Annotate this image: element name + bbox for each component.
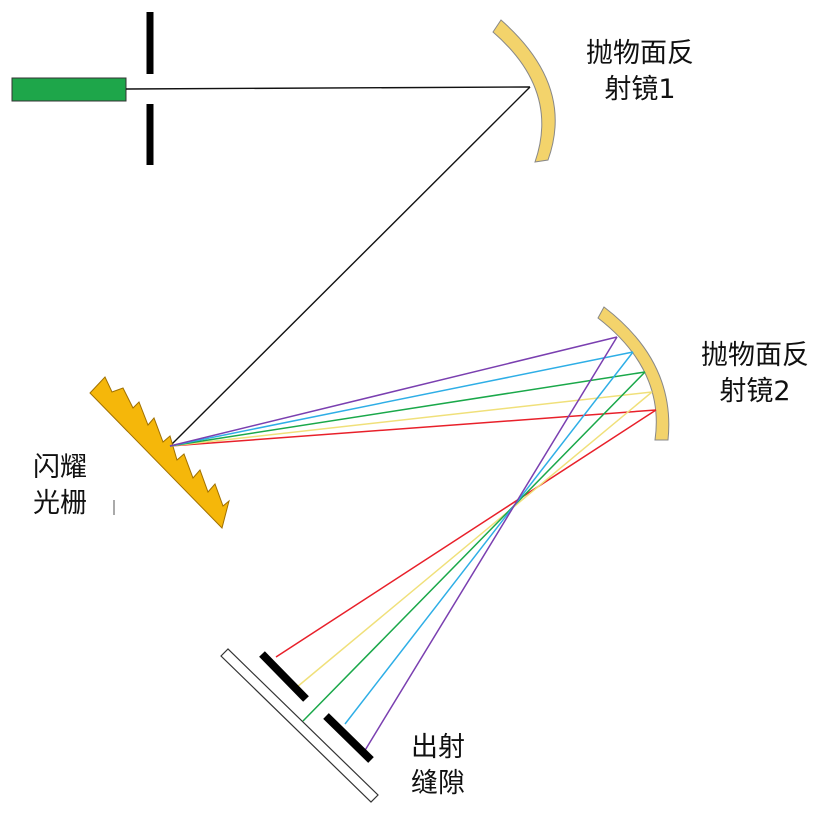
exit-plane bbox=[220, 648, 379, 803]
ray-blue-2 bbox=[344, 351, 634, 725]
ray-purple-1 bbox=[169, 336, 618, 447]
mirror-1-label-line2: 射镜1 bbox=[604, 74, 676, 105]
mirror-1-label-line1: 抛物面反 bbox=[586, 38, 694, 69]
ray-red-2 bbox=[275, 409, 657, 658]
parabolic-mirror-1 bbox=[492, 19, 556, 163]
grating-label: 闪耀 光栅 bbox=[16, 450, 104, 522]
exit-slit-upper-blade bbox=[259, 651, 309, 702]
grating-label-line2: 光栅 bbox=[33, 488, 87, 519]
grating-label-line1: 闪耀 bbox=[33, 452, 87, 483]
incident-beam bbox=[125, 86, 531, 90]
ray-red-1 bbox=[169, 409, 657, 447]
ray-purple-2 bbox=[363, 336, 618, 753]
mirror-2-label: 抛物面反 射镜2 bbox=[680, 338, 830, 410]
exit-slit-label: 出射 缝隙 bbox=[396, 730, 480, 802]
ray-yellow-2 bbox=[296, 391, 653, 688]
mirror-2-label-line1: 抛物面反 bbox=[701, 340, 809, 371]
mirror-1-label: 抛物面反 射镜1 bbox=[560, 36, 720, 108]
blazed-grating bbox=[89, 376, 230, 529]
ray-green-1 bbox=[169, 371, 646, 447]
laser-source bbox=[11, 77, 127, 102]
ray-blue-1 bbox=[169, 351, 634, 447]
parabolic-mirror-2 bbox=[597, 306, 670, 441]
collimated-beam bbox=[169, 86, 531, 447]
exit-slit-lower-blade bbox=[323, 713, 374, 763]
ray-yellow-1 bbox=[169, 391, 653, 447]
exit-slit-label-line2: 缝隙 bbox=[411, 768, 465, 799]
exit-slit-label-line1: 出射 bbox=[411, 732, 465, 763]
ray-green-2 bbox=[302, 371, 646, 722]
mirror-2-label-line2: 射镜2 bbox=[719, 376, 791, 407]
